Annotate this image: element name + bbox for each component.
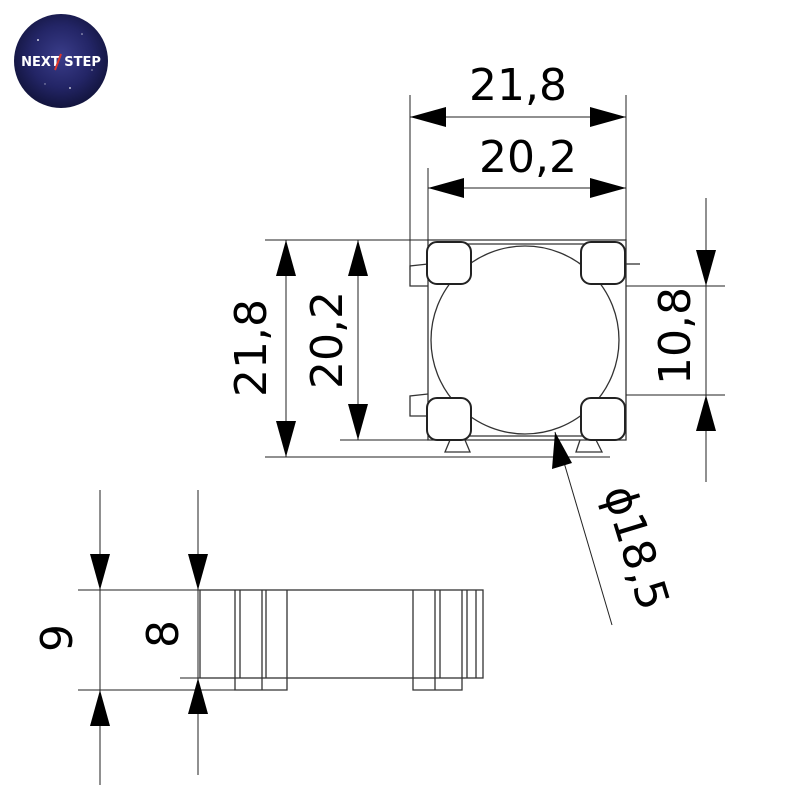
dimension-label-total-height: 9 xyxy=(32,624,83,652)
dimension-total-height: 9 xyxy=(32,490,110,785)
top-view: 21,8 20,2 21,8 20,2 10,8 xyxy=(226,60,725,626)
dimension-label-body-height: 8 xyxy=(138,620,189,648)
dimension-label-height-inner: 20,2 xyxy=(302,291,353,389)
dimension-label-width-inner: 20,2 xyxy=(479,132,577,183)
logo-text: NEXT STEP xyxy=(21,55,101,70)
dimension-diameter: ϕ18,5 xyxy=(552,431,679,626)
extension-lines xyxy=(265,95,725,458)
dimension-label-width-outer: 21,8 xyxy=(469,60,567,111)
actuator-circle xyxy=(430,245,620,435)
contact-pad-top-left xyxy=(426,241,472,285)
side-body-outline xyxy=(199,589,484,679)
dimension-width-inner: 20,2 xyxy=(428,132,626,198)
contact-pad-top-right xyxy=(580,241,626,285)
contact-pad-bottom-right xyxy=(580,397,626,441)
dimension-label-diameter: ϕ18,5 xyxy=(593,480,679,616)
contact-pad-bottom-left xyxy=(426,397,472,441)
dimension-height-inner: 20,2 xyxy=(302,240,368,440)
dimension-label-height-outer: 21,8 xyxy=(226,299,277,397)
side-extension-lines xyxy=(78,589,235,691)
dimension-pad-spacing: 10,8 xyxy=(650,198,716,482)
logo-badge-icon xyxy=(14,14,108,108)
dimension-width-outer: 21,8 xyxy=(410,60,626,127)
logo-accent-slash xyxy=(54,53,62,71)
dimension-height-outer: 21,8 xyxy=(226,240,296,457)
side-terminals xyxy=(234,678,463,691)
dimension-body-height: 8 xyxy=(138,490,208,775)
dimension-label-pad-spacing: 10,8 xyxy=(650,287,701,385)
side-view: 9 8 xyxy=(32,490,484,785)
brand-logo: NEXT STEP xyxy=(14,14,108,108)
